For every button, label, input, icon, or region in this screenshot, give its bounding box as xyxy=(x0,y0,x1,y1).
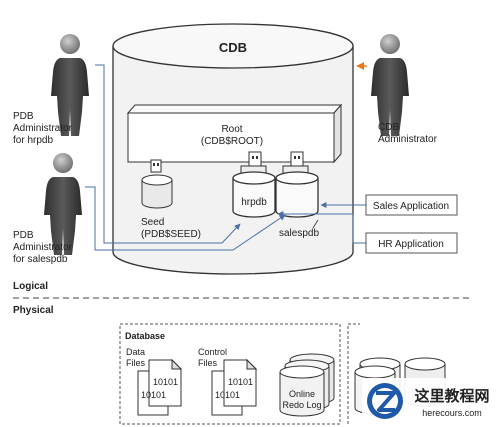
control-files-line2: Files xyxy=(198,358,218,368)
data-files-icon xyxy=(137,358,183,416)
redo-log-icon xyxy=(279,353,335,417)
seed-pdb xyxy=(141,159,173,209)
data-files-line1: Data xyxy=(126,347,145,357)
hrpdb-admin-line1: PDB xyxy=(13,111,34,122)
watermark-site-name: 这里教程网 xyxy=(414,387,489,405)
redo-log-line2: Redo Log xyxy=(282,400,321,410)
salespdb-admin-connector xyxy=(85,186,286,251)
database-box xyxy=(119,323,341,425)
hrpdb-pdb xyxy=(232,151,276,218)
salespdb-leader-line xyxy=(312,219,319,229)
root-name: (CDB$ROOT) xyxy=(201,136,263,147)
watermark-logo xyxy=(362,378,497,424)
logical-section-label: Logical xyxy=(13,281,48,292)
hr-app-connector xyxy=(277,211,366,244)
salespdb-admin-person-icon xyxy=(44,153,82,255)
hrpdb-admin-line2: Administrator xyxy=(13,123,73,134)
database-title: Database xyxy=(125,331,165,341)
sales-application-box xyxy=(365,194,458,216)
other-files-box xyxy=(347,323,360,424)
cdb-admin-line1: CDB xyxy=(378,122,399,133)
hrpdb-admin-line3: for hrpdb xyxy=(13,135,53,146)
hrpdb-label: hrpdb xyxy=(241,197,267,208)
hrpdb-admin-connector xyxy=(95,64,241,244)
control-files-code-back: 10101 xyxy=(215,390,240,400)
redo-log-line1: Online xyxy=(289,389,315,399)
data-files-code-back: 10101 xyxy=(141,390,166,400)
seed-name: (PDB$SEED) xyxy=(141,229,201,240)
cdb-admin-person-icon xyxy=(371,34,409,136)
hr-application-box xyxy=(365,232,458,254)
salespdb-admin-line2: Administrator xyxy=(13,242,73,253)
salespdb-label: salespdb xyxy=(279,228,319,239)
seed-label: Seed xyxy=(141,217,164,228)
cdb-admin-line2: Administrator xyxy=(378,134,438,145)
control-files-icon xyxy=(211,358,258,416)
root-label: Root xyxy=(221,124,242,135)
watermark-url: herecours.com xyxy=(422,408,482,418)
hrpdb-admin-person-icon xyxy=(51,34,89,136)
control-files-line1: Control xyxy=(198,347,227,357)
hr-application-label: HR Application xyxy=(378,239,444,250)
salespdb-admin-line1: PDB xyxy=(13,230,34,241)
cdb-title: CDB xyxy=(219,40,247,55)
salespdb-pdb xyxy=(275,151,319,218)
data-files-line2: Files xyxy=(126,358,146,368)
salespdb-admin-line3: for salespdb xyxy=(13,254,68,265)
sales-application-label: Sales Application xyxy=(373,201,449,212)
data-files-code-front: 10101 xyxy=(153,377,178,387)
physical-section-label: Physical xyxy=(13,305,54,316)
control-files-code-front: 10101 xyxy=(228,377,253,387)
